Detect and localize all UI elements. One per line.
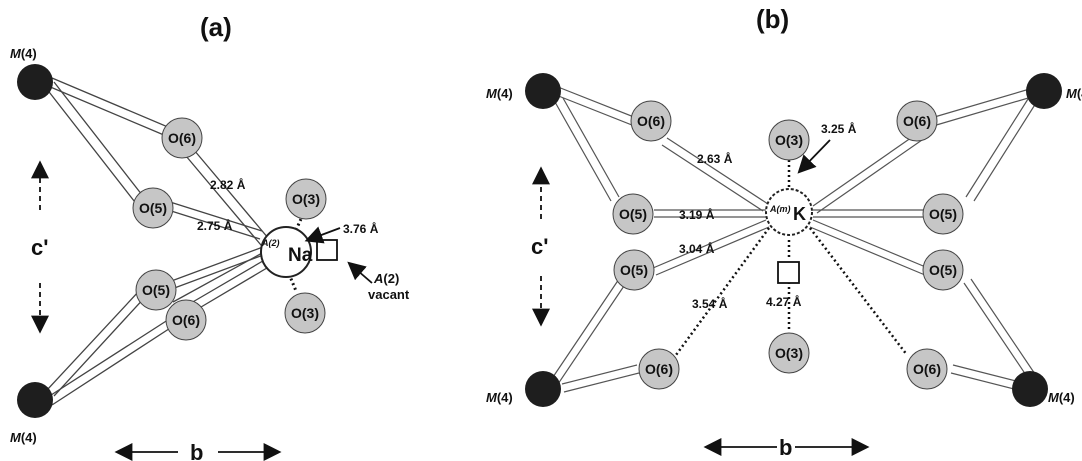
panel-a-vacant-site — [316, 239, 338, 261]
panel-b-o5-r1-label: O(5) — [929, 206, 957, 222]
panel-a-376-arrow — [304, 226, 341, 244]
panel-a-m4-bottom-label: M(4) — [10, 430, 37, 445]
panel-b-m4-tl-atom — [525, 73, 561, 109]
panel-a-dist-282: 2.82 Å — [210, 177, 246, 192]
panel-a-o3-top-atom — [285, 178, 327, 220]
panel-a-center-superscript: A(2) — [261, 238, 280, 248]
panel-a-o6-top-label: O(6) — [168, 130, 196, 146]
panel-b-o5-r2-atom — [922, 249, 964, 291]
panel-b-m4-tr-atom — [1026, 73, 1062, 109]
panel-b-m4-bl-label: M(4) — [486, 390, 513, 405]
panel-b-dist-304: 3.04 Å — [679, 241, 715, 256]
panel-a-dist-376: 3.76 Å — [343, 221, 379, 236]
panel-a-o6-bottom-atom — [165, 299, 207, 341]
panel-b-o6-tr-atom — [896, 100, 938, 142]
panel-a-o3-top-label: O(3) — [292, 191, 320, 207]
panel-a-o5-top-label: O(5) — [139, 200, 167, 216]
panel-b-o5-l1-label: O(5) — [619, 206, 647, 222]
panel-b-center-superscript: A(m) — [769, 204, 791, 214]
panel-b-m4-tr-label: M(4) — [1066, 86, 1082, 101]
panel-a-o6-bottom-label: O(6) — [172, 312, 200, 328]
panel-a: (a) M(4) M(4) O(6) O(5) O(5) — [10, 12, 410, 461]
panel-b-center-element: K — [793, 204, 806, 224]
panel-b-k-center-atom — [765, 188, 813, 236]
panel-b-dist-319: 3.19 Å — [679, 207, 715, 222]
panel-a-b-axis-label: b — [190, 440, 203, 461]
panel-b-o5-l2-label: O(5) — [620, 262, 648, 278]
panel-b-dist-354: 3.54 Å — [692, 296, 728, 311]
panel-b-o6-tl-atom — [630, 100, 672, 142]
panel-a-o3-bottom-label: O(3) — [291, 305, 319, 321]
panel-b-325-arrow — [797, 139, 831, 174]
panel-a-dotted-bonds — [287, 218, 303, 292]
panel-b-m4-br-atom — [1012, 371, 1048, 407]
panel-b-dotted-bonds — [674, 160, 908, 356]
panel-b-o3-bottom-label: O(3) — [775, 345, 803, 361]
panel-b-c-axis-label: c' — [531, 234, 548, 259]
panel-a-vacant-arrow — [347, 261, 373, 284]
panel-b-bonds — [550, 86, 1040, 393]
panel-b-o5-l1-atom — [612, 193, 654, 235]
panel-b-o6-tr-label: O(6) — [903, 113, 931, 129]
panel-b-o6-tl-label: O(6) — [637, 113, 665, 129]
panel-b-m4-br-label: M(4) — [1048, 390, 1075, 405]
panel-a-center-element: Na — [288, 245, 313, 266]
panel-b-dist-263: 2.63 Å — [697, 151, 733, 166]
panel-b-o6-br-label: O(6) — [913, 361, 941, 377]
panel-b-dist-427: 4.27 Å — [766, 294, 802, 309]
panel-b-dist-325: 3.25 Å — [821, 121, 857, 136]
panel-b-o6-br-atom — [906, 348, 948, 390]
panel-a-na-center-atom — [260, 226, 312, 278]
panel-a-dist-275: 2.75 Å — [197, 218, 233, 233]
panel-a-m4-top-atom — [17, 64, 53, 100]
panel-b-vacant-site — [777, 261, 800, 284]
panel-a-o3-bottom-atom — [284, 292, 326, 334]
panel-b-label: (b) — [756, 4, 789, 34]
panel-a-vacant-line2: vacant — [368, 287, 410, 302]
panel-b-o3-top-label: O(3) — [775, 132, 803, 148]
panel-a-o5-bottom-atom — [135, 269, 177, 311]
panel-b-o5-r1-atom — [922, 193, 964, 235]
panel-a-o5-bottom-label: O(5) — [142, 282, 170, 298]
panel-b-b-axis-label: b — [779, 435, 792, 460]
panel-b: (b) M(4) M(4 — [486, 4, 1082, 460]
panel-a-o5-top-atom — [132, 187, 174, 229]
panel-b-m4-tl-label: M(4) — [486, 86, 513, 101]
panel-a-c-axis-label: c' — [31, 235, 48, 260]
panel-b-o6-bl-atom — [638, 348, 680, 390]
panel-b-o6-bl-label: O(6) — [645, 361, 673, 377]
panel-b-o3-top-atom — [768, 119, 810, 161]
panel-a-vacant-line1: A(2) — [373, 271, 399, 286]
panel-a-bonds — [45, 77, 275, 406]
panel-b-o3-bottom-atom — [768, 332, 810, 374]
panel-b-m4-bl-atom — [525, 371, 561, 407]
panel-b-o5-r2-label: O(5) — [929, 262, 957, 278]
panel-a-m4-top-label: M(4) — [10, 46, 37, 61]
panel-a-label: (a) — [200, 12, 232, 42]
panel-a-m4-bottom-atom — [17, 382, 53, 418]
panel-a-o6-top-atom — [161, 117, 203, 159]
panel-b-o5-l2-atom — [613, 249, 655, 291]
